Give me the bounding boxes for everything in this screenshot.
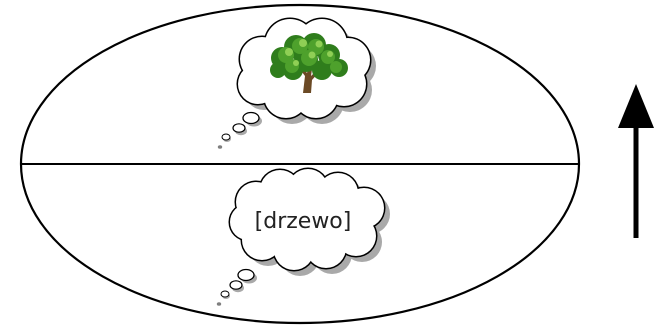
- tree-icon: [270, 33, 348, 93]
- word-thought-bubble: [216, 167, 390, 306]
- up-arrow-icon: [618, 84, 654, 238]
- thought-trail-top: [217, 111, 262, 149]
- thought-trail-bottom: [216, 268, 257, 306]
- signifier-word: [drzewo]: [255, 209, 352, 234]
